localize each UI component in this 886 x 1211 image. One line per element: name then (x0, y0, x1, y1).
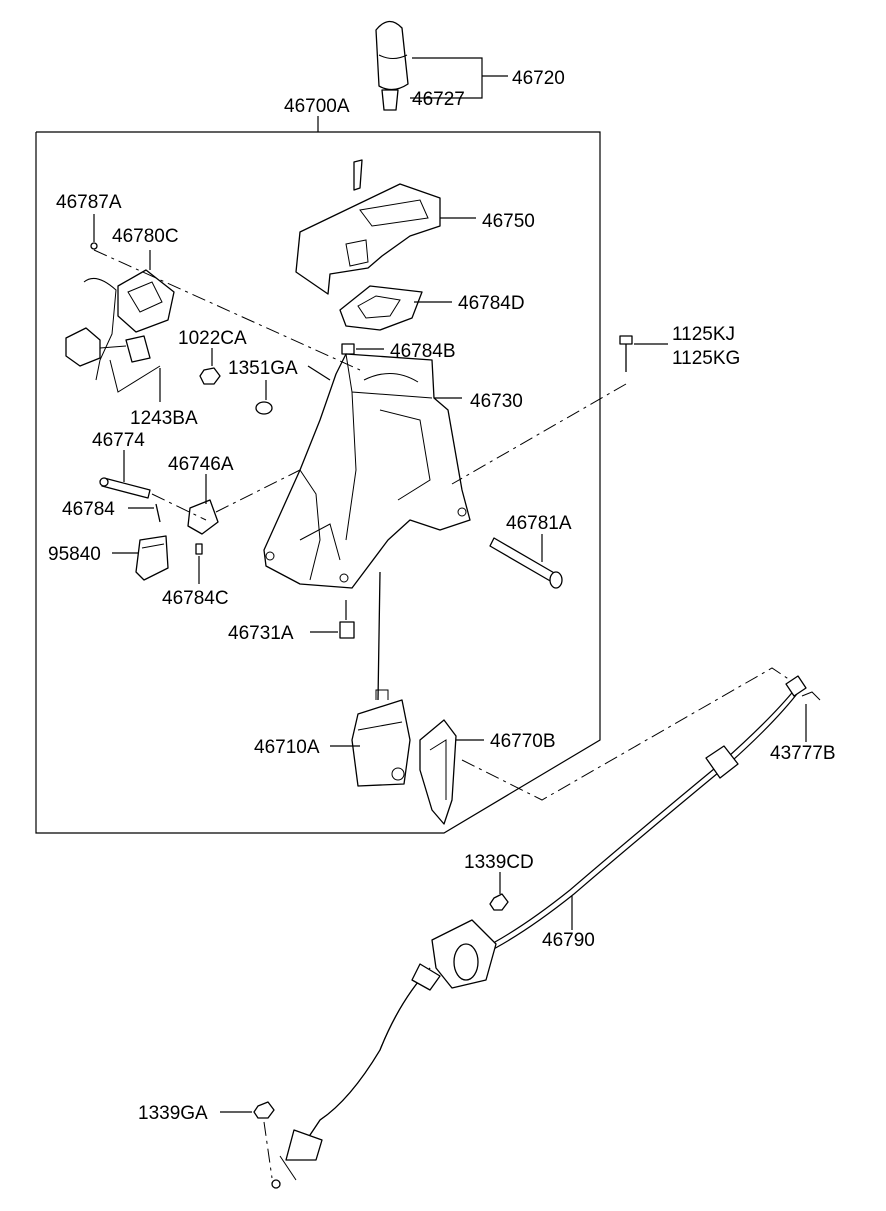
slide-plate (339, 285, 423, 331)
solenoid-unit (65, 269, 175, 393)
label-46700A: 46700A (284, 96, 350, 117)
washer-1351GA (255, 401, 273, 415)
label-46790: 46790 (542, 930, 595, 951)
label-46730: 46730 (470, 391, 523, 412)
label-1351GA: 1351GA (228, 358, 298, 379)
label-46750: 46750 (482, 211, 535, 232)
detent-block (341, 343, 355, 355)
clip-43777B (801, 691, 821, 701)
indicator-cover (295, 159, 441, 295)
spring-46784C (195, 543, 203, 555)
cam-46746A (187, 499, 219, 535)
screw-46787A (90, 242, 98, 250)
label-46784D: 46784D (458, 293, 525, 314)
label-46746A: 46746A (168, 454, 234, 475)
label-46710A: 46710A (254, 737, 320, 758)
lock-pin (99, 477, 151, 499)
label-46781A: 46781A (506, 513, 572, 534)
label-1339GA: 1339GA (138, 1103, 208, 1124)
shift-bracket (263, 353, 471, 589)
label-95840: 95840 (48, 544, 101, 565)
bushing-46731A (339, 621, 355, 639)
label-46770B: 46770B (490, 731, 556, 752)
knob-insert (381, 89, 399, 111)
label-46780C: 46780C (112, 226, 179, 247)
label-1022CA: 1022CA (178, 328, 247, 349)
nut-1339GA (253, 1101, 275, 1119)
label-46784B: 46784B (390, 341, 456, 362)
label-1125KG: 1125KG (672, 348, 740, 369)
label-46784: 46784 (62, 499, 115, 520)
nut-1339CD (489, 893, 509, 911)
label-43777B: 43777B (770, 743, 836, 764)
label-1339CD: 1339CD (464, 852, 534, 873)
label-1125KJ: 1125KJ (672, 324, 735, 345)
label-46774: 46774 (92, 430, 145, 451)
shift-cable (271, 675, 807, 1189)
switch-95840 (135, 535, 169, 581)
pivot-pin (489, 537, 563, 589)
nut-1022CA (199, 367, 221, 385)
label-1243BA: 1243BA (130, 408, 198, 429)
shift-lever-base (351, 689, 411, 787)
assembly-frame (35, 131, 601, 834)
label-46731A: 46731A (228, 623, 294, 644)
label-46784C: 46784C (162, 588, 229, 609)
cable-bracket (419, 719, 457, 825)
label-46720: 46720 (512, 68, 565, 89)
bolt-1125 (619, 335, 633, 372)
label-46787A: 46787A (56, 192, 122, 213)
label-46727: 46727 (412, 89, 465, 110)
shift-knob (375, 20, 409, 91)
